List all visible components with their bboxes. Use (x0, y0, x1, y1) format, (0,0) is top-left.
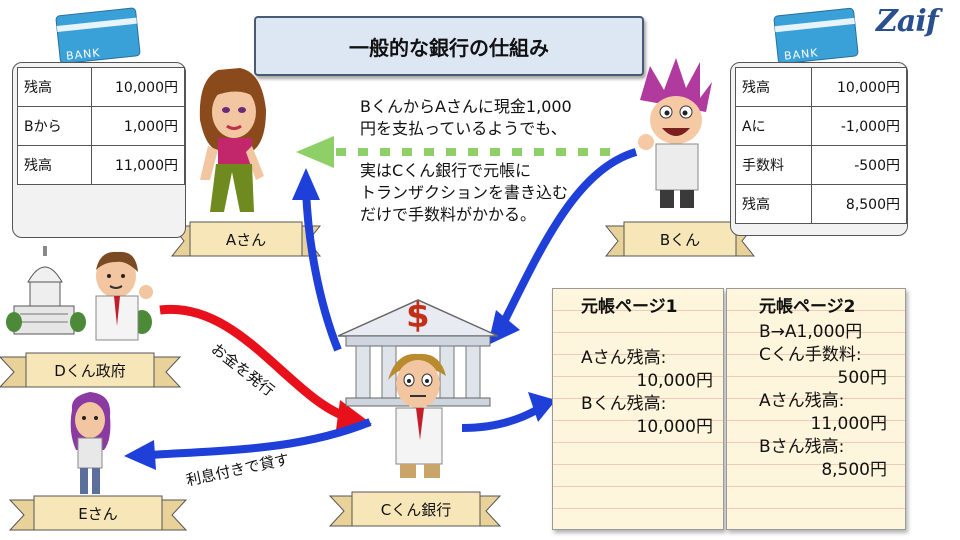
ledger-2-lines: B→A1,000円 Cくん手数料: 500円 Aさん残高: 11,000円 Bさ… (759, 321, 887, 482)
arrow-ledger-head (528, 392, 556, 422)
note-line: 実はCくん銀行で元帳に (360, 161, 532, 180)
person-b-icon (638, 58, 712, 208)
account-b-row: Aに-1,000円 (735, 106, 907, 146)
account-b-value: -1,000円 (811, 106, 907, 146)
ledger-1-line: 10,000円 (636, 371, 713, 391)
bank-building-icon (337, 299, 499, 407)
banner-a (170, 221, 322, 257)
capitol-building-icon (6, 246, 86, 335)
bank-card-icon-left (55, 7, 141, 64)
account-b-value: -500円 (811, 145, 907, 185)
account-a-label: Bから (17, 106, 92, 146)
ledger-page-2: 元帳ページ2 B→A1,000円 Cくん手数料: 500円 Aさん残高: 11,… (726, 288, 906, 530)
account-b-label: Aに (735, 106, 812, 146)
account-a-label: 残高 (17, 145, 92, 185)
label-d: Dくん政府 (54, 362, 126, 380)
account-a-value: 10,000円 (90, 67, 186, 107)
account-a-label: 残高 (17, 67, 92, 107)
note-line: 円を支払っているようでも、 (360, 119, 567, 138)
arrow-green-head (296, 136, 334, 168)
dollar-sign-icon: $ (406, 296, 430, 336)
ledger-page-1: 元帳ページ1 Aさん残高: 10,000円 Bくん残高: 10,000円 (552, 288, 724, 530)
arrow-bank-to-a (302, 189, 342, 352)
explanation-note: BくんからAさんに現金1,000 円を支払っているようでも、 実はCくん銀行で元… (360, 96, 572, 226)
person-d-icon (95, 251, 153, 341)
arrow-lend-head (124, 440, 156, 470)
banner-d (0, 352, 182, 388)
banner-c (328, 491, 502, 527)
ledger-1-line: Bくん残高: (581, 394, 667, 414)
ledger-2-line: Bさん残高: (759, 437, 845, 457)
ledger-1-title: 元帳ページ1 (581, 297, 678, 317)
zaif-logo: Zaif (876, 4, 939, 39)
person-c-icon (388, 353, 446, 478)
account-b-value: 8,500円 (811, 184, 907, 224)
account-b-row: 手数料-500円 (735, 145, 907, 185)
account-b-label: 残高 (735, 184, 812, 224)
account-a-value: 11,000円 (90, 145, 186, 185)
page-title-text: 一般的な銀行の仕組み (349, 35, 549, 60)
arrow-b-to-bank (496, 148, 638, 332)
ledger-2-line: 8,500円 (821, 460, 887, 480)
banner-e (8, 495, 188, 531)
ledger-2-line: 11,000円 (810, 414, 887, 434)
person-a-icon (199, 68, 266, 212)
note-line: BくんからAさんに現金1,000 (360, 97, 572, 116)
label-e: Eさん (78, 505, 118, 523)
label-a: Aさん (225, 231, 267, 249)
note-line: トランザクションを書き込む (360, 183, 569, 202)
account-b-label: 手数料 (735, 145, 812, 185)
arrow-lend (149, 418, 372, 459)
arrow-a-head (292, 168, 320, 200)
bank-card-icon-right (773, 7, 859, 65)
ledger-2-line: B→A1,000円 (759, 322, 863, 342)
arrow-bank-to-ledger (461, 404, 543, 432)
account-b-label: 残高 (735, 67, 812, 107)
ledger-2-line: Aさん残高: (759, 391, 845, 411)
label-b: Bくん (659, 231, 701, 249)
note-line: だけで手数料がかかる。 (360, 205, 537, 224)
account-a-value: 1,000円 (90, 106, 186, 146)
ledger-2-line: 500円 (837, 368, 887, 388)
ledger-1-lines: Aさん残高: 10,000円 Bくん残高: 10,000円 (581, 347, 713, 439)
ledger-1-line: 10,000円 (636, 417, 713, 437)
page-title: 一般的な銀行の仕組み (254, 16, 644, 76)
ledger-2-line: Cくん手数料: (759, 345, 862, 365)
label-c: Cくん銀行 (380, 501, 452, 519)
arrow-issue (159, 304, 352, 423)
account-b-value: 10,000円 (811, 67, 907, 107)
person-e-icon (70, 392, 111, 494)
ledger-1-line: Aさん残高: (581, 348, 667, 368)
ledger-2-title: 元帳ページ2 (759, 297, 856, 317)
